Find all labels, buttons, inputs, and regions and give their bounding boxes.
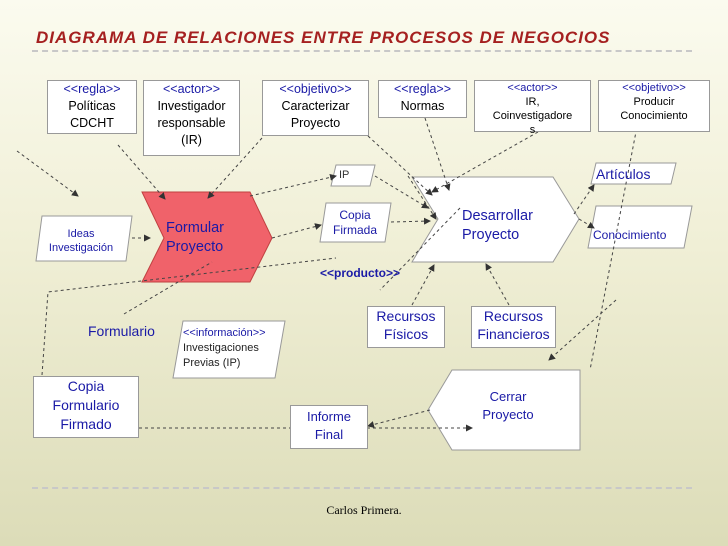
resource-line: Informe — [306, 409, 352, 424]
ideas-label: Ideas Investigación — [36, 227, 126, 255]
diagram-title: DIAGRAMA DE RELACIONES ENTRE PROCESOS DE… — [36, 28, 611, 47]
footer-divider — [32, 487, 692, 489]
conocimiento-shape — [587, 205, 693, 249]
cerrar-process-label: Cerrar Proyecto — [470, 388, 546, 424]
stereotype-label: <<información>> — [183, 327, 266, 339]
resource-line: Físicos — [383, 326, 429, 342]
box-line: Caracterizar — [281, 99, 350, 113]
process-line: Desarrollar — [462, 208, 533, 224]
resource-line: Copia — [339, 208, 371, 222]
resource-line: Recursos — [483, 308, 544, 324]
box-line: Investigador — [157, 99, 226, 113]
box-line: Conocimiento — [620, 110, 688, 122]
stereotype-label: <<objetivo>> — [279, 82, 352, 96]
box-line: Normas — [400, 99, 445, 113]
resource-line: Firmada — [332, 223, 377, 237]
resource-line: Previas (IP) — [183, 357, 241, 369]
info-shape — [172, 320, 286, 379]
articulos-shape — [590, 162, 677, 185]
resource-line: Formulario — [52, 397, 120, 413]
resource-line: Recursos — [376, 308, 436, 324]
process-line: Proyecto — [462, 227, 520, 243]
actor-investigador-box[interactable]: <<actor>> Investigador responsable (IR) — [143, 80, 240, 156]
regla-politicas-box[interactable]: <<regla>> Políticas CDCHT — [47, 80, 137, 134]
resource-line: Investigaciones — [183, 342, 259, 354]
process-line: Cerrar — [489, 389, 527, 404]
title-underline — [32, 50, 692, 52]
process-line: Proyecto — [166, 239, 224, 255]
process-line: Proyecto — [482, 407, 534, 422]
conocimiento-label: Conocimiento — [593, 228, 667, 242]
actor-coinvestigadores-box[interactable]: <<actor>> IR, Coinvestigadore s — [474, 80, 591, 136]
info-label: <<información>> Investigaciones Previas … — [183, 326, 266, 371]
desarrollar-process-shape[interactable] — [411, 176, 580, 263]
regla-normas-box[interactable]: <<regla>> Normas — [378, 80, 467, 118]
copia-firmada-label: Copia Firmada — [322, 208, 388, 238]
resource-line: Copia — [67, 378, 105, 394]
box-line: IR, — [525, 96, 540, 108]
recursos-fisicos-box[interactable]: Recursos Físicos — [367, 306, 445, 348]
box-line: Coinvestigadore — [492, 110, 573, 122]
ip-shape — [330, 164, 376, 187]
resource-line: Final — [314, 427, 344, 442]
box-line: s — [529, 124, 536, 136]
objetivo-caracterizar-box[interactable]: <<objetivo>> Caracterizar Proyecto — [262, 80, 369, 136]
formular-process-shape[interactable] — [141, 191, 273, 283]
copia-formulario-box[interactable]: Copia Formulario Firmado — [33, 376, 139, 438]
process-line: Formular — [166, 220, 225, 236]
resource-line: Investigación — [48, 242, 114, 254]
footer-author: Carlos Primera. — [326, 503, 402, 517]
articulos-label: Artículos — [596, 166, 651, 182]
box-line: CDCHT — [70, 116, 114, 130]
resource-line: Firmado — [60, 416, 112, 432]
stereotype-label: <<regla>> — [63, 82, 121, 96]
formular-process-label: Formular Proyecto — [166, 219, 224, 257]
box-line: Proyecto — [290, 116, 341, 130]
box-line: Políticas — [68, 99, 116, 113]
box-line: (IR) — [181, 133, 202, 147]
objetivo-producir-box[interactable]: <<objetivo>> Producir Conocimiento — [598, 80, 710, 132]
ip-label: IP — [339, 169, 350, 181]
resource-line: Ideas — [67, 228, 95, 240]
stereotype-label: <<actor>> — [507, 82, 558, 94]
stereotype-label: <<objetivo>> — [622, 82, 686, 94]
stereotype-label: <<regla>> — [394, 82, 451, 96]
recursos-financieros-box[interactable]: Recursos Financieros — [471, 306, 556, 348]
box-line: Producir — [633, 96, 675, 108]
formulario-label: Formulario — [88, 323, 155, 339]
resource-line: Financieros — [477, 326, 550, 342]
ideas-shape — [35, 215, 133, 262]
producto-stereotype-label: <<producto>> — [320, 266, 401, 280]
stereotype-label: <<actor>> — [163, 82, 220, 96]
informe-final-box[interactable]: Informe Final — [290, 405, 368, 449]
box-line: responsable — [157, 116, 226, 130]
copia-firmada-shape — [319, 202, 392, 243]
desarrollar-process-label: Desarrollar Proyecto — [462, 207, 533, 245]
